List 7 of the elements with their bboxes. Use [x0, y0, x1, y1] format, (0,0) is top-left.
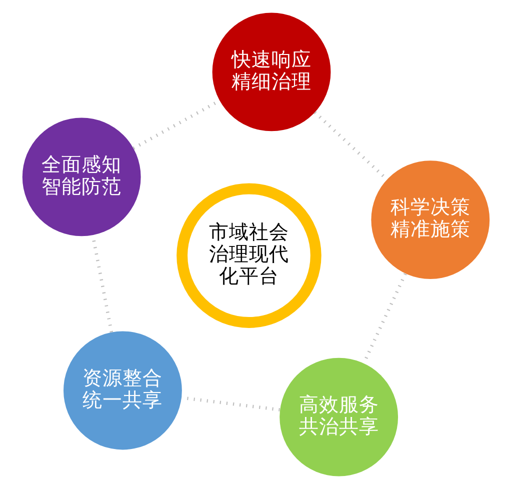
connector	[182, 396, 280, 412]
node-circle: 全面感知智能防范	[22, 118, 141, 236]
node-circle: 资源整合统一共享	[64, 331, 182, 450]
node-circle: 科学决策精准施策	[371, 160, 490, 280]
node-circle: 快速响应精细治理	[212, 12, 331, 132]
node-circle: 高效服务共治共享	[280, 358, 398, 476]
node-circle: 市域社会治理现代化平台	[176, 183, 322, 328]
